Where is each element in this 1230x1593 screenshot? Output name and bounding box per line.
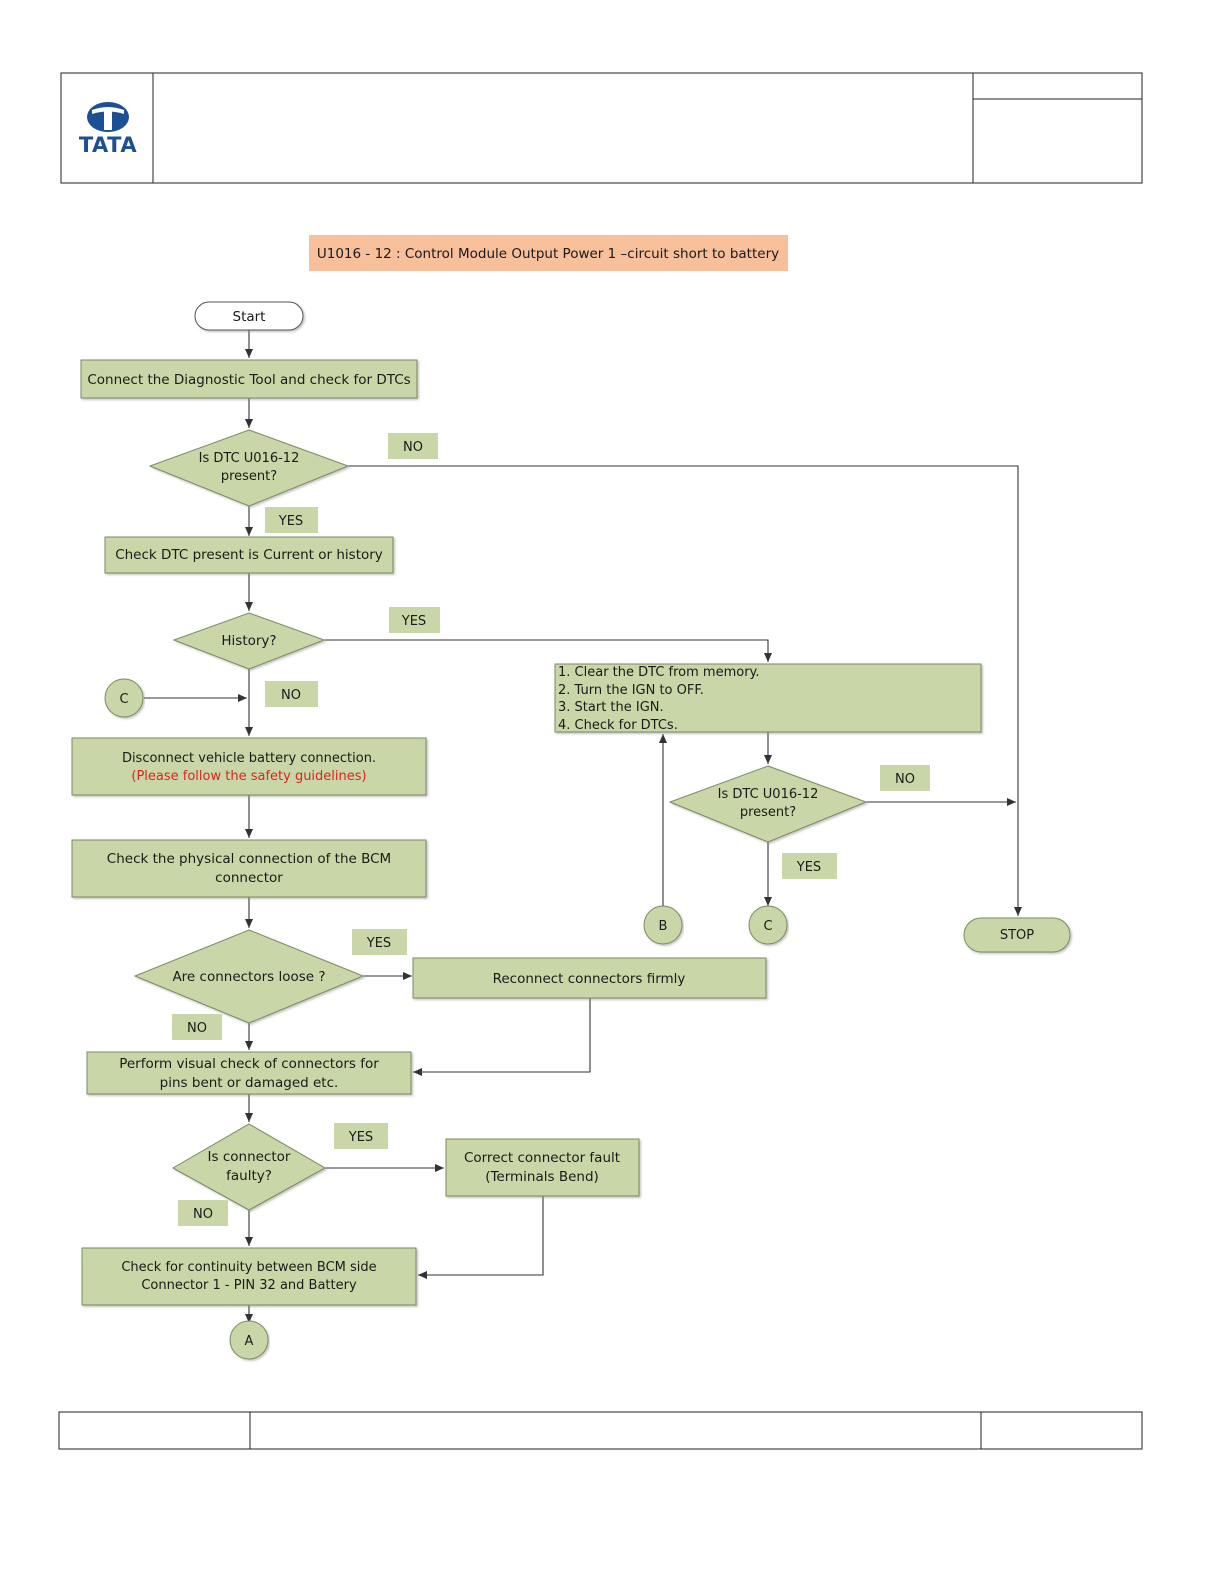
label-yes-history: YES: [401, 614, 426, 629]
connector-c-bottom: [748, 905, 788, 945]
correct-fault-line1: Correct connector fault: [464, 1150, 620, 1166]
start-label: Start: [233, 309, 266, 325]
step-visual-check: [86, 1051, 412, 1095]
step-correct-fault: [445, 1138, 640, 1197]
reconnect-label: Reconnect connectors firmly: [493, 971, 686, 987]
connector-b: [643, 905, 683, 945]
label-no-history: NO: [281, 688, 301, 703]
label-no-2: NO: [895, 772, 915, 787]
decision-dtc-present-2: [668, 765, 868, 843]
flow-lines: [144, 330, 1022, 1323]
connectors-loose-label: Are connectors loose ?: [172, 969, 325, 985]
logo-wordmark: TATA: [79, 133, 138, 157]
check-current-history-label: Check DTC present is Current or history: [115, 547, 383, 563]
tata-emblem-icon: [87, 102, 129, 132]
visual-check-line2: pins bent or damaged etc.: [160, 1075, 339, 1091]
title-banner: [309, 235, 788, 271]
step-connect-tool: [80, 359, 418, 399]
connector-b-label: B: [659, 919, 668, 934]
tata-logo: TATA: [79, 102, 138, 157]
branch-labels: [172, 433, 930, 1226]
page-title: U1016 - 12 : Control Module Output Power…: [317, 246, 779, 262]
clear-step-1: 1. Clear the DTC from memory.: [558, 665, 760, 680]
label-no-1: NO: [403, 440, 423, 455]
check-continuity-line1: Check for continuity between BCM side: [121, 1260, 376, 1275]
label-no-loose: NO: [187, 1021, 207, 1036]
decision-connector-faulty: [171, 1123, 327, 1211]
step-reconnect: [412, 957, 767, 999]
connector-faulty-line2: faulty?: [226, 1168, 272, 1184]
correct-fault-line2: (Terminals Bend): [485, 1169, 599, 1185]
label-yes-1: YES: [278, 514, 303, 529]
check-continuity-line2: Connector 1 - PIN 32 and Battery: [141, 1278, 357, 1293]
dtc-present-2-line1: Is DTC U016-12: [718, 787, 819, 802]
clear-step-2: 2. Turn the IGN to OFF.: [558, 683, 704, 698]
start-terminal: [194, 301, 304, 331]
header-frame: [60, 72, 1143, 184]
dtc-present-2-line2: present?: [740, 805, 796, 820]
stop-label: STOP: [1000, 928, 1034, 943]
visual-check-line1: Perform visual check of connectors for: [119, 1056, 379, 1072]
label-yes-2: YES: [796, 860, 821, 875]
clear-step-3: 3. Start the IGN.: [558, 700, 664, 715]
decision-connectors-loose: [133, 929, 365, 1024]
decision-history: [172, 612, 326, 670]
connector-a-label: A: [245, 1334, 254, 1349]
label-yes-loose: YES: [366, 936, 391, 951]
dtc-present-1-line2: present?: [221, 469, 277, 484]
footer-frame: [58, 1411, 1143, 1450]
label-yes-faulty: YES: [348, 1130, 373, 1145]
check-physical-line2: connector: [215, 870, 283, 886]
dtc-present-1-line1: Is DTC U016-12: [199, 451, 300, 466]
check-physical-line1: Check the physical connection of the BCM: [107, 851, 391, 867]
history-label: History?: [221, 633, 276, 649]
connector-a: [229, 1320, 269, 1360]
clear-step-4: 4. Check for DTCs.: [558, 718, 678, 733]
step-check-continuity: [81, 1247, 417, 1306]
stop-terminal: [963, 917, 1071, 953]
step-disconnect-battery: [71, 737, 427, 796]
step-check-current-history: [104, 536, 394, 574]
decision-dtc-present-1: [148, 429, 350, 507]
step-check-physical: [71, 839, 427, 898]
step-clear-dtc: [554, 663, 982, 733]
safety-note: (Please follow the safety guidelines): [131, 769, 366, 784]
connector-faulty-line1: Is connector: [208, 1149, 291, 1165]
connector-c-top-label: C: [119, 692, 128, 707]
connect-tool-label: Connect the Diagnostic Tool and check fo…: [87, 372, 410, 388]
disconnect-battery-label: Disconnect vehicle battery connection.: [122, 751, 376, 766]
label-no-faulty: NO: [193, 1207, 213, 1222]
connector-c-bottom-label: C: [763, 919, 772, 934]
connector-c-top: [104, 678, 144, 718]
